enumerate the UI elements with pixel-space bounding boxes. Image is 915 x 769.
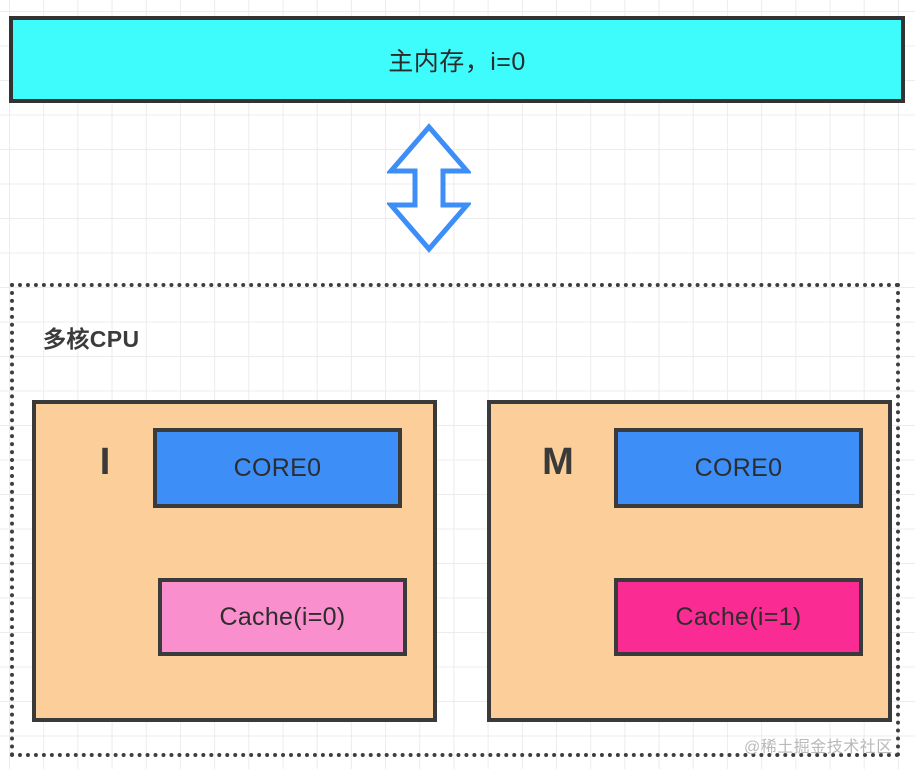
core-label-right: CORE0 [694,453,783,482]
cache-label-left: Cache(i=0) [219,602,346,631]
cache-state-letter-right: M [542,441,574,483]
core-label-left: CORE0 [233,453,322,482]
double-arrow-vertical-icon [385,123,473,253]
cache-box-left: Cache(i=0) [158,578,407,656]
core-box-right: CORE0 [614,428,863,508]
core-box-left: CORE0 [153,428,402,508]
cache-label-right: Cache(i=1) [675,602,802,631]
main-memory-label: 主内存，i=0 [388,47,526,76]
cache-state-letter-left: I [99,441,111,483]
watermark: @稀土掘金技术社区 [744,739,893,756]
main-memory-block: 主内存，i=0 [9,16,905,103]
multicore-cpu-container [10,283,900,757]
cache-box-right: Cache(i=1) [614,578,863,656]
multicore-cpu-title: 多核CPU [43,326,140,352]
